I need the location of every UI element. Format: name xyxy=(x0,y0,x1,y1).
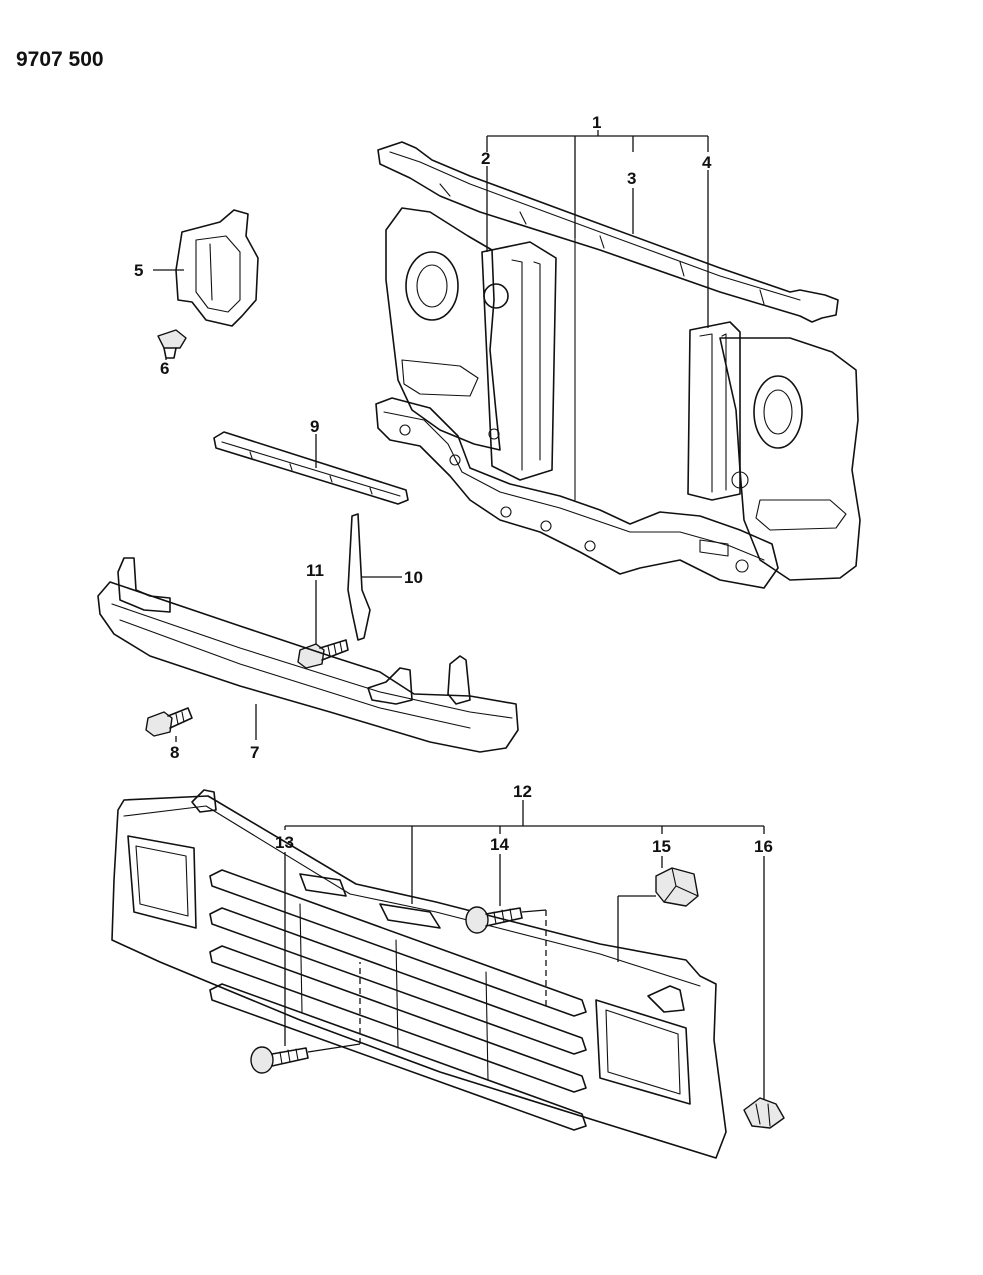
bolt-8 xyxy=(145,707,193,737)
callout-2: 2 xyxy=(481,149,490,168)
diagram-number: 9707 500 xyxy=(16,48,104,71)
upper-strip xyxy=(213,431,409,505)
callout-1: 1 xyxy=(592,113,601,132)
callout-12: 12 xyxy=(513,782,532,801)
side-bracket xyxy=(175,209,259,327)
front-bumper xyxy=(97,557,519,753)
grille-clip-15 xyxy=(655,867,699,907)
radiator-support-panel xyxy=(375,141,861,589)
callout-6: 6 xyxy=(160,359,169,378)
callout-3: 3 xyxy=(627,169,636,188)
callout-10: 10 xyxy=(404,568,423,587)
callout-13: 13 xyxy=(275,833,294,852)
radiator-grille xyxy=(111,789,727,1159)
retainer-clip xyxy=(157,329,187,359)
leader-lines xyxy=(153,130,765,1100)
callout-9: 9 xyxy=(310,417,319,436)
callout-5: 5 xyxy=(134,261,143,280)
callout-7: 7 xyxy=(250,743,259,762)
grille-fastener-16 xyxy=(743,1097,785,1129)
screw-13 xyxy=(250,1046,309,1074)
bumper-stay xyxy=(347,513,371,641)
callout-16: 16 xyxy=(754,837,773,856)
callout-14: 14 xyxy=(490,835,509,854)
callout-labels: 1 2 3 4 5 6 7 8 9 10 11 12 13 14 15 16 xyxy=(134,113,773,856)
callout-11: 11 xyxy=(306,561,324,580)
callout-8: 8 xyxy=(170,743,179,762)
callout-4: 4 xyxy=(702,153,712,172)
screw-14 xyxy=(465,906,523,934)
callout-15: 15 xyxy=(652,837,671,856)
